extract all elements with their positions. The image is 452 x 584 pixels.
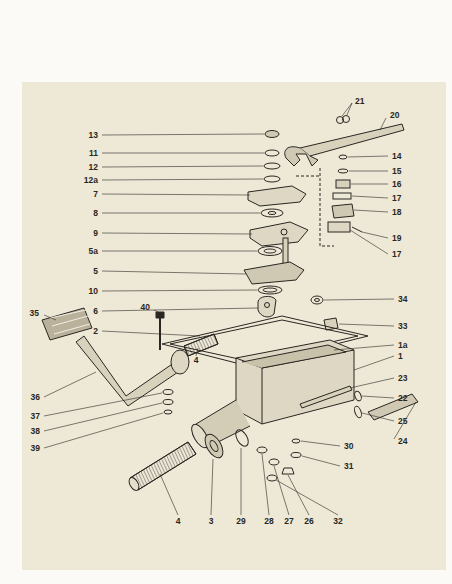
callout-number: 13 (88, 131, 99, 140)
callout-number: 14 (391, 152, 402, 161)
callout-number: 32 (332, 517, 343, 526)
callout-number: 1a (397, 341, 408, 350)
callout-number: 11 (88, 149, 99, 158)
callout-number: 4 (193, 356, 200, 365)
callout-number: 35 (29, 309, 40, 318)
callout-number: 21 (354, 97, 365, 106)
callout-number: 9 (92, 229, 99, 238)
callout-number: 5 (92, 267, 99, 276)
callout-number: 25 (397, 417, 408, 426)
callout-number: 34 (397, 295, 408, 304)
callout-number: 17 (391, 250, 402, 259)
parts (42, 116, 418, 493)
callout-number: 24 (397, 437, 408, 446)
callout-number: 8 (92, 209, 99, 218)
callout-number: 22 (397, 394, 408, 403)
callout-number: 30 (343, 442, 354, 451)
page-ground (22, 82, 446, 570)
callout-number: 20 (389, 111, 400, 120)
callout-number: 39 (30, 444, 41, 453)
callout-number: 12 (88, 163, 99, 172)
callout-number: 18 (391, 208, 402, 217)
callout-number: 27 (283, 517, 294, 526)
callout-number: 23 (397, 374, 408, 383)
leader-lines (44, 103, 416, 515)
callout-number: 6 (92, 307, 99, 316)
callout-number: 37 (30, 412, 41, 421)
callout-number: 4 (175, 517, 182, 526)
callout-number: 19 (391, 234, 402, 243)
callout-number: 5a (88, 247, 99, 256)
callout-number: 2 (92, 327, 99, 336)
callout-number: 3 (208, 517, 215, 526)
callout-number: 26 (303, 517, 314, 526)
callout-number: 17 (391, 194, 402, 203)
callout-number: 16 (391, 180, 402, 189)
callout-number: 29 (235, 517, 246, 526)
callout-number: 36 (30, 393, 41, 402)
callout-number: 40 (140, 303, 151, 312)
callout-number: 15 (391, 167, 402, 176)
callout-number: 33 (397, 322, 408, 331)
callout-number: 1 (397, 352, 404, 361)
callout-number: 31 (343, 462, 354, 471)
callout-number: 7 (92, 190, 99, 199)
callout-number: 10 (88, 287, 99, 296)
callout-number: 12a (83, 176, 99, 185)
callout-number: 28 (263, 517, 274, 526)
callout-number: 38 (30, 427, 41, 436)
